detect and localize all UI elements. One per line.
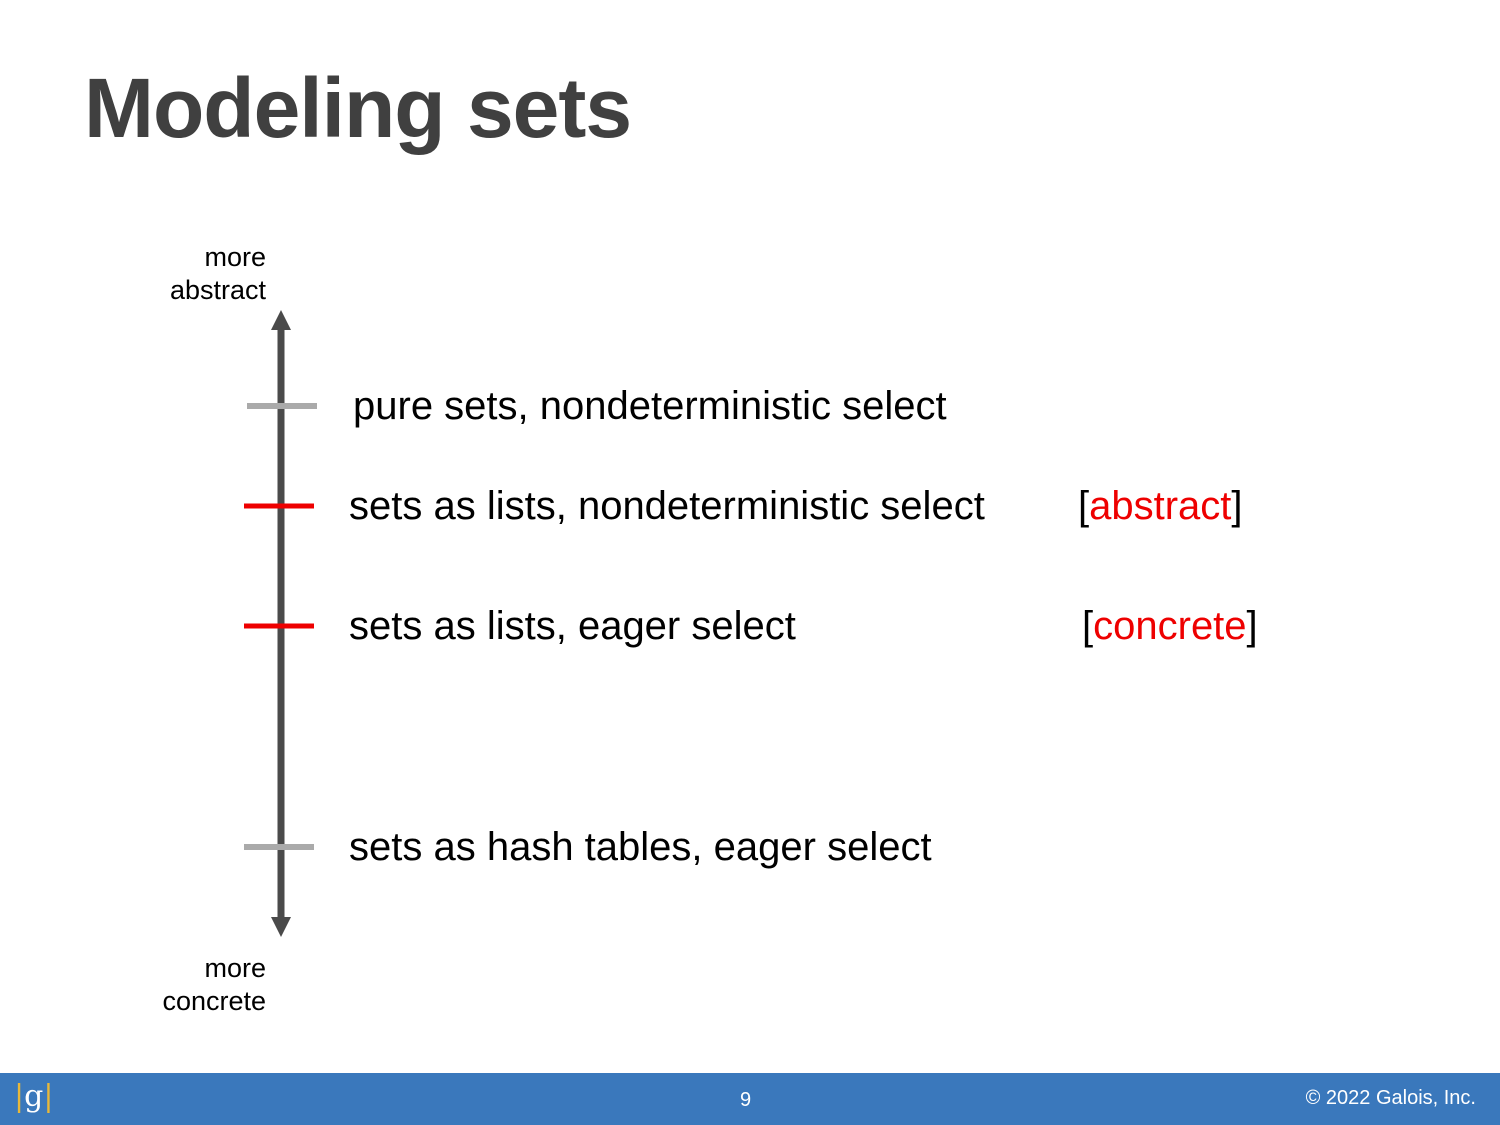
tag-abstract-close: ] (1231, 484, 1243, 528)
tag-concrete-close: ] (1246, 604, 1258, 648)
slide-title: Modeling sets (84, 61, 632, 155)
level-label-3: sets as lists, eager select (349, 604, 796, 648)
axis-top-label-line-1: more (204, 242, 266, 272)
axis-arrow-down-icon (271, 917, 291, 937)
tag-abstract-word: abstract (1089, 484, 1232, 528)
level-label-4: sets as hash tables, eager select (349, 825, 932, 869)
tag-concrete-open: [ (1082, 604, 1094, 648)
footer-bar: |g| 9 © 2022 Galois, Inc. (0, 1073, 1500, 1125)
axis-bottom-label-line-2: concrete (162, 986, 266, 1016)
copyright-text: © 2022 Galois, Inc. (1305, 1087, 1476, 1109)
tag-concrete: [concrete] (1082, 602, 1258, 650)
tag-abstract: [abstract] (1078, 482, 1243, 530)
logo-letter: g (24, 1079, 44, 1114)
axis-top-label-line-2: abstract (169, 275, 266, 305)
axis-bottom-label: more concrete (46, 952, 266, 1018)
tag-abstract-open: [ (1078, 484, 1090, 528)
galois-logo: |g| (14, 1079, 53, 1114)
axis-top-label: more abstract (46, 241, 266, 307)
level-label-1: pure sets, nondeterministic select (353, 384, 947, 428)
level-label-2: sets as lists, nondeterministic select (349, 484, 985, 528)
axis-arrow-up-icon (271, 310, 291, 330)
logo-bar-right: | (43, 1079, 54, 1114)
tag-concrete-word: concrete (1093, 604, 1247, 648)
logo-bar-left: | (14, 1079, 25, 1114)
axis-bottom-label-line-1: more (204, 953, 266, 983)
page-number: 9 (740, 1089, 752, 1111)
